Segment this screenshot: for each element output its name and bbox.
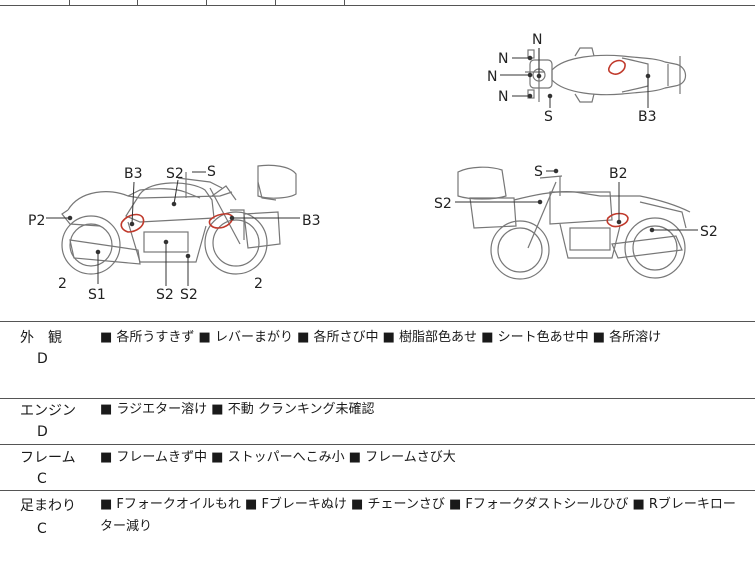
grade-exterior: D: [37, 351, 48, 367]
table-divider: [206, 0, 207, 6]
left-damage-mark-2: [208, 213, 234, 229]
diagram-label: S1: [88, 287, 106, 303]
row-label-suspension: 足まわり: [20, 498, 76, 514]
diagram-label: B3: [302, 213, 321, 229]
table-divider: [344, 0, 345, 6]
diagram-label: S2: [434, 196, 452, 212]
table-border: [0, 321, 755, 322]
diagram-label: S2: [166, 166, 184, 182]
row-label-exterior: 外 観: [20, 330, 62, 346]
table-divider: [69, 0, 70, 6]
motorcycle-left-side: [61, 164, 297, 275]
diagram-label: B3: [638, 109, 657, 125]
diagram-label: N: [487, 69, 497, 85]
table-border: [0, 398, 755, 399]
notes-exterior: ■ 各所うすきず ■ レバーまがり ■ 各所さび中 ■ 樹脂部色あせ ■ シート…: [100, 330, 662, 345]
top-damage-mark: [607, 59, 626, 75]
diagram-label: B2: [609, 166, 628, 182]
diagram-label: N: [498, 51, 508, 67]
diagram-label: S: [544, 109, 553, 125]
diagram-label: S: [534, 164, 543, 180]
table-border: [0, 444, 755, 445]
top-table-border: [0, 5, 755, 6]
diagram-label: N: [498, 89, 508, 105]
diagram-label: S: [207, 164, 216, 180]
table-divider: [137, 0, 138, 6]
diagram-label: N: [532, 32, 542, 48]
motorcycle-right-side: [457, 166, 691, 280]
grade-engine: D: [37, 424, 48, 440]
grade-suspension: C: [37, 521, 47, 537]
notes-suspension: ■ Fフォークオイルもれ ■ Fブレーキぬけ ■ チェーンさび ■ Fフォークダ…: [100, 497, 736, 534]
notes-engine: ■ ラジエター溶け ■ 不動 クランキング未確認: [100, 402, 375, 417]
diagram-label: P2: [28, 213, 45, 229]
diagram-label: B3: [124, 166, 143, 182]
diagram-label: 2: [58, 276, 67, 292]
row-label-engine: エンジン: [20, 403, 76, 419]
diagram-label: 2: [254, 276, 263, 292]
table-border: [0, 490, 755, 491]
damage-diagram: N N N N S B3 B3 S2 S P2 B3 2 S1 S2 S2 2 …: [28, 32, 718, 303]
notes-frame: ■ フレームきず中 ■ ストッパーへこみ小 ■ フレームさび大: [100, 450, 456, 465]
table-divider: [275, 0, 276, 6]
diagram-label: S2: [700, 224, 718, 240]
row-label-frame: フレーム: [20, 450, 76, 466]
left-damage-mark-1: [120, 213, 145, 233]
diagram-label: S2: [180, 287, 198, 303]
diagram-label: S2: [156, 287, 174, 303]
grade-frame: C: [37, 471, 47, 487]
